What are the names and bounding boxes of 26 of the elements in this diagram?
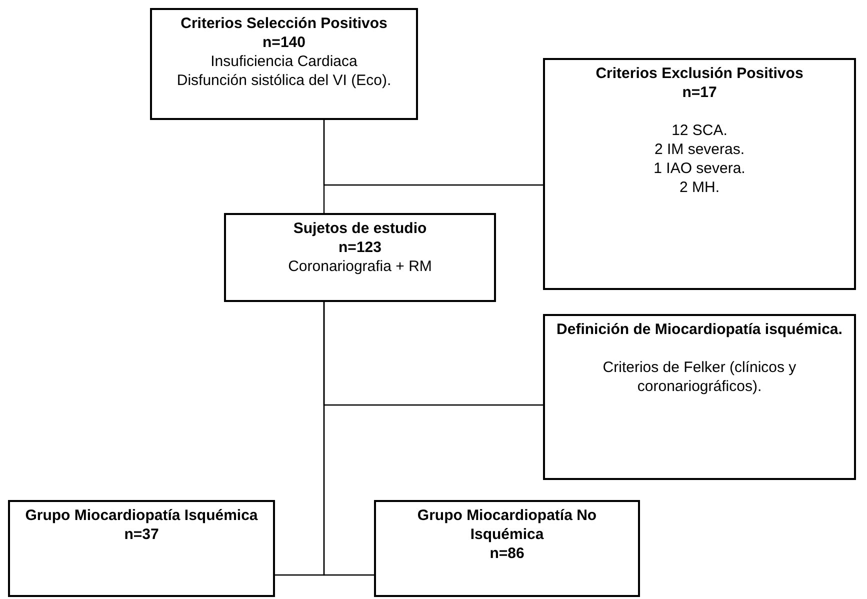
process-box bbox=[374, 500, 640, 597]
box-text: Criterios de Felker (clínicos y coronariográficos). bbox=[602, 358, 798, 396]
box-heading: Definición de Miocardiopatía isquémica. bbox=[556, 320, 842, 339]
box-text: 1 IAO severa. bbox=[654, 159, 746, 178]
box-heading: Criterios Exclusión Positivos bbox=[596, 64, 804, 83]
connector-line bbox=[323, 302, 374, 576]
box-text: 2 IM severas. bbox=[654, 140, 745, 159]
box-heading: Grupo Miocardiopatía Isquémica bbox=[25, 506, 258, 525]
box-heading: n=123 bbox=[338, 238, 382, 257]
box-text: 12 SCA. bbox=[672, 121, 728, 140]
process-box bbox=[224, 213, 496, 302]
box-text: 2 MH. bbox=[679, 178, 720, 197]
box-heading: n=140 bbox=[262, 33, 306, 52]
box-text: Coronariografia + RM bbox=[288, 257, 432, 276]
process-box bbox=[8, 500, 275, 597]
process-box bbox=[150, 8, 418, 120]
box-text: Disfunción sistólica del VI (Eco). bbox=[176, 71, 392, 90]
connector-line bbox=[323, 120, 543, 186]
box-text: Insuficiencia Cardiaca bbox=[210, 52, 358, 71]
box-heading: n=37 bbox=[124, 525, 159, 544]
box-heading: Criterios Selección Positivos bbox=[180, 14, 388, 33]
box-heading: n=86 bbox=[490, 544, 524, 563]
process-box bbox=[543, 314, 856, 480]
box-heading: n=17 bbox=[682, 83, 717, 102]
box-heading: Sujetos de estudio bbox=[293, 219, 427, 238]
process-box bbox=[543, 58, 856, 290]
